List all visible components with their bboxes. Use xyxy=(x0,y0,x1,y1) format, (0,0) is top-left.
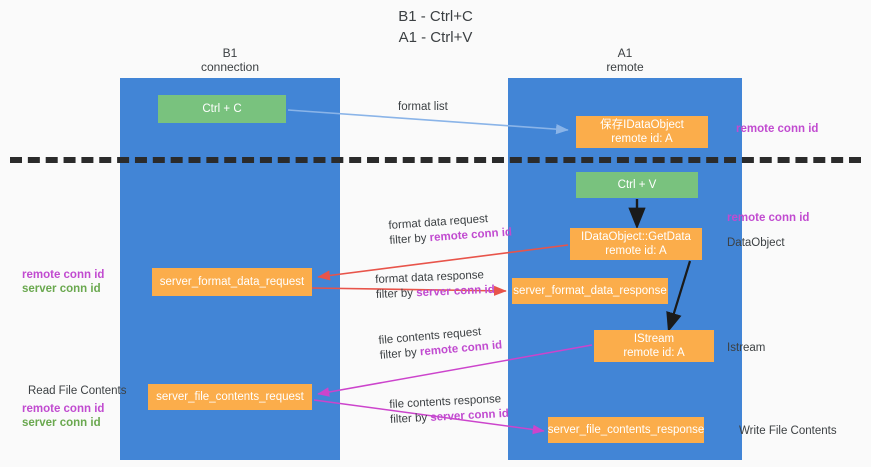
note-left-conn-ids-bottom: remote conn id server conn id xyxy=(22,402,104,430)
box-ctrl-v[interactable]: Ctrl + V xyxy=(576,172,698,198)
box-server-file-contents-request[interactable]: server_file_contents_request xyxy=(148,384,312,410)
box-ctrl-c[interactable]: Ctrl + C xyxy=(158,95,286,123)
box-server-format-data-response[interactable]: server_format_data_response xyxy=(512,278,668,304)
note-text-server-conn-id: server conn id xyxy=(22,417,101,429)
note-text: remote conn id xyxy=(727,212,810,224)
box-istream[interactable]: IStream remote id: A xyxy=(594,330,714,362)
note-text: Read File Contents xyxy=(28,385,127,397)
filter-key-server-conn-id: server conn id xyxy=(415,283,495,300)
box-idataobject-getdata[interactable]: IDataObject::GetData remote id: A xyxy=(570,228,702,260)
note-right-remote-conn-id-mid: remote conn id xyxy=(727,211,809,225)
arrow-file-contents-request xyxy=(317,344,593,397)
arrow-format-list xyxy=(287,109,569,135)
note-left-read-file-contents: Read File Contents xyxy=(28,384,126,398)
note-text: Istream xyxy=(727,342,766,354)
note-left-conn-ids-top: remote conn id server conn id xyxy=(22,268,104,296)
column-header-a1: A1 remote xyxy=(606,46,644,74)
arrow-format-data-response xyxy=(311,285,507,296)
filter-prefix: filter by xyxy=(375,287,417,301)
note-text-remote-conn-id: remote conn id xyxy=(22,269,105,281)
edge-label-format-data-response: format data response filter by server co… xyxy=(375,268,495,303)
note-right-remote-conn-id-top: remote conn id xyxy=(736,122,818,136)
filter-prefix: filter by xyxy=(379,346,421,362)
note-right-dataobject: DataObject xyxy=(727,236,785,250)
note-text: remote conn id xyxy=(736,123,819,135)
note-right-istream: Istream xyxy=(727,341,765,355)
filter-prefix: filter by xyxy=(389,411,431,426)
phase-divider xyxy=(10,157,861,163)
arrow-format-data-request xyxy=(317,244,569,281)
filter-key-server-conn-id: server conn id xyxy=(430,407,510,424)
edge-label-file-contents-response: file contents response filter by server … xyxy=(389,392,509,428)
arrow-file-contents-response xyxy=(313,399,545,435)
note-right-write-file-contents: Write File Contents xyxy=(739,424,837,438)
box-save-idataobject[interactable]: 保存IDataObject remote id: A xyxy=(576,116,708,148)
page-title: B1 - Ctrl+C A1 - Ctrl+V xyxy=(398,8,473,46)
edge-label-format-list: format list xyxy=(398,101,448,113)
column-header-b1: B1 connection xyxy=(200,46,260,74)
filter-prefix: filter by xyxy=(389,232,431,247)
note-text-server-conn-id: server conn id xyxy=(22,283,101,295)
arrow-getdata-istream xyxy=(666,260,692,333)
box-server-file-contents-response[interactable]: server_file_contents_response xyxy=(548,417,704,443)
note-text-remote-conn-id: remote conn id xyxy=(22,403,105,415)
note-text: DataObject xyxy=(727,237,785,249)
box-server-format-data-request[interactable]: server_format_data_request xyxy=(152,268,312,296)
note-text: Write File Contents xyxy=(739,425,837,437)
